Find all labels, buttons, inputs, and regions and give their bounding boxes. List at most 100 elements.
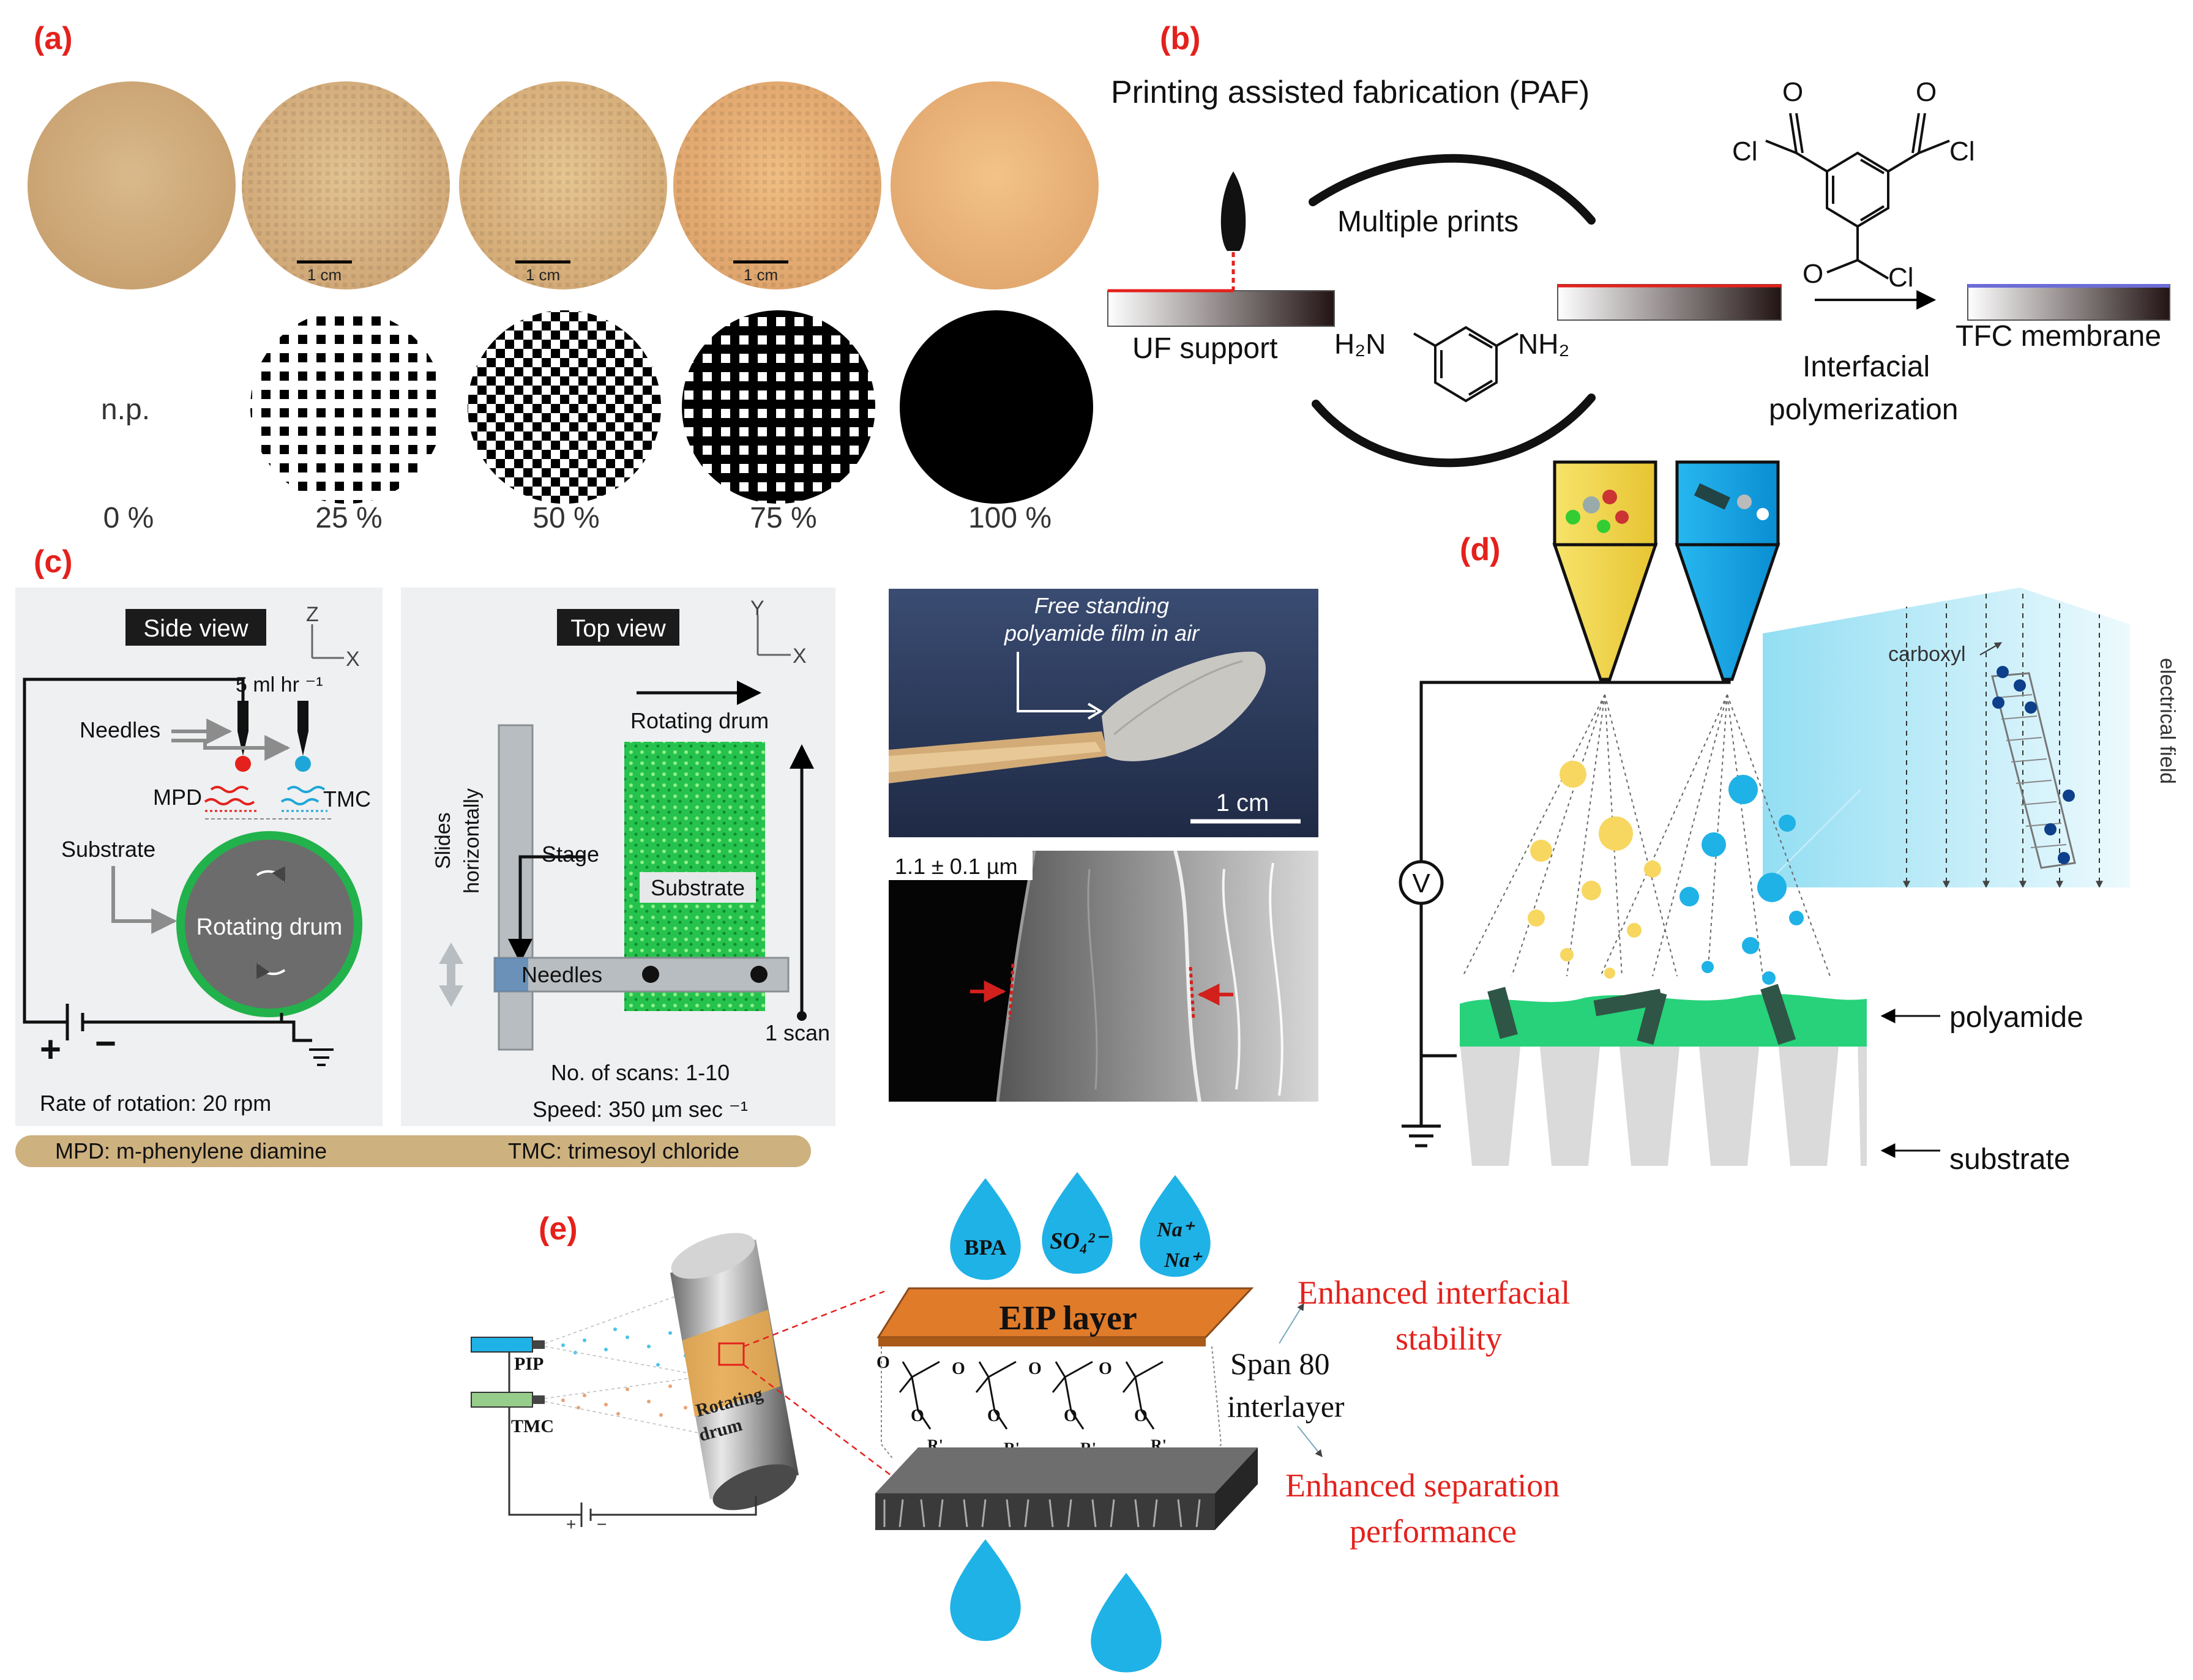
polymerization-label: polymerization <box>1769 394 1958 426</box>
svg-text:O: O <box>1782 77 1803 107</box>
paf-title: Printing assisted fabrication (PAF) <box>1111 75 1590 110</box>
slide-direction-icon <box>439 943 463 1007</box>
sodium-label-1: Na⁺ <box>1156 1219 1195 1241</box>
freestanding-film-photo <box>889 589 1318 837</box>
ion-drops <box>950 1172 1211 1280</box>
legend-bar <box>15 1135 811 1167</box>
percent-50: 50 % <box>532 502 599 534</box>
polyamide-layer <box>1460 994 1867 1047</box>
svg-text:O: O <box>1064 1406 1077 1425</box>
svg-text:Z: Z <box>306 603 319 626</box>
side-circuit: + − <box>23 678 334 1070</box>
side-rotating-drum <box>176 831 362 1017</box>
e-circuit <box>508 1353 757 1527</box>
percent-0: 0 % <box>103 502 154 534</box>
photo-caption-line1: Free standing <box>1034 593 1169 618</box>
panel-a-label: (a) <box>34 21 73 56</box>
tmc-label-e: TMC <box>511 1416 554 1436</box>
percent-100: 100 % <box>968 502 1052 534</box>
mpd-right-amine: NH₂ <box>1518 328 1569 360</box>
legend-tmc: TMC: trimesoyl chloride <box>508 1138 739 1163</box>
enhanced-stability-line2: stability <box>1395 1320 1502 1357</box>
svg-text:Cl: Cl <box>1888 263 1914 293</box>
stage-label: Stage <box>542 842 599 867</box>
carbon-nanotube <box>1991 666 2076 869</box>
blue-droplets <box>1679 775 1804 985</box>
panel-c: (c) Side view Z X 5 ml hr ⁻¹ Needles MPD… <box>15 544 1318 1167</box>
voltage-label: V <box>1412 868 1430 898</box>
printed-support-bar <box>1557 284 1782 321</box>
pip-label: PIP <box>514 1354 544 1374</box>
top-substrate-label: Substrate <box>651 875 745 900</box>
span80-line2: interlayer <box>1227 1389 1345 1424</box>
svg-text:Y: Y <box>750 597 764 620</box>
sulfate-label: SO₄²⁻ <box>1050 1228 1109 1254</box>
spray-lines <box>1462 694 1831 977</box>
pattern-75 <box>682 310 875 504</box>
membrane-photo-0 <box>28 81 236 289</box>
svg-text:+: + <box>40 1029 61 1070</box>
panel-d-label: (d) <box>1460 532 1500 567</box>
carboxyl-label: carboxyl <box>1888 643 1966 666</box>
svg-text:O: O <box>1803 259 1823 289</box>
svg-text:O: O <box>1134 1406 1148 1425</box>
membrane-photo-100 <box>891 81 1099 289</box>
voltage-source <box>1399 860 1444 905</box>
substrate-label-d: substrate <box>1949 1143 2070 1176</box>
horizontally-label: horizontally <box>460 788 484 894</box>
field-lines <box>1903 594 2103 887</box>
enhanced-stability-line1: Enhanced interfacial <box>1298 1274 1570 1311</box>
pip-nozzle <box>471 1337 545 1353</box>
tmc-nozzle-e <box>471 1392 545 1408</box>
side-needles <box>235 701 311 772</box>
e-substrate-slab <box>875 1447 1258 1530</box>
substrate-pores <box>1460 1040 1867 1166</box>
svg-text:−: − <box>597 1515 607 1534</box>
svg-text:O: O <box>1916 77 1937 107</box>
electrical-field-label: electrical field <box>2156 658 2179 784</box>
sodium-label-2: Na⁺ <box>1164 1249 1203 1272</box>
side-view-title: Side view <box>143 615 248 642</box>
percent-25: 25 % <box>315 502 382 534</box>
panel-e-label: (e) <box>539 1211 578 1247</box>
svg-text:O: O <box>987 1406 1001 1425</box>
multiple-prints-arc <box>1309 154 1596 225</box>
needle-bar <box>493 957 790 993</box>
svg-text:Cl: Cl <box>1732 136 1758 166</box>
enhanced-separation-line2: performance <box>1350 1513 1517 1550</box>
svg-text:O: O <box>952 1359 965 1378</box>
span80-line1: Span 80 <box>1230 1346 1330 1381</box>
svg-text:Cl: Cl <box>1949 136 1975 166</box>
panel-a: (a) 1 cm 1 cm 1 cm n.p. <box>28 21 1099 534</box>
pip-spray <box>561 1327 700 1367</box>
tmc-droplets <box>280 786 327 812</box>
return-arc <box>1312 394 1596 468</box>
scale-bar-2: 1 cm <box>515 260 570 284</box>
svg-text:O: O <box>1099 1359 1112 1378</box>
svg-text:O: O <box>911 1406 924 1425</box>
svg-text:1 cm: 1 cm <box>307 266 342 284</box>
rate-of-rotation: Rate of rotation: 20 rpm <box>40 1091 271 1116</box>
polyamide-label: polyamide <box>1949 1001 2083 1034</box>
substrate-label: Substrate <box>61 837 155 862</box>
mpd-molecule: H₂N NH₂ <box>1334 326 1569 403</box>
panel-b: (b) Printing assisted fabrication (PAF) … <box>1107 21 2170 468</box>
print-patterns: n.p. <box>101 310 1093 504</box>
svg-text:O: O <box>876 1353 890 1372</box>
slides-label: Slides <box>432 812 455 869</box>
side-axes: Z X <box>306 603 360 671</box>
not-printed-label: n.p. <box>101 394 150 426</box>
svg-text:O: O <box>1028 1359 1042 1378</box>
pattern-100 <box>900 310 1093 504</box>
svg-text:+: + <box>566 1515 576 1534</box>
one-scan-label: 1 scan <box>765 1020 830 1045</box>
mpd-left-amine: H₂N <box>1334 328 1386 360</box>
e-rotating-drum <box>670 1233 799 1510</box>
top-view-title: Top view <box>570 615 666 642</box>
embedded-nanotubes <box>1487 984 1796 1045</box>
tfc-membrane-bar <box>1967 284 2170 321</box>
panel-c-label: (c) <box>34 544 73 580</box>
tfc-membrane-label: TFC membrane <box>1956 320 2161 353</box>
panel-d: (d) carboxyl electrical field <box>1399 460 2179 1176</box>
scale-bar-3: 1 cm <box>733 260 788 284</box>
